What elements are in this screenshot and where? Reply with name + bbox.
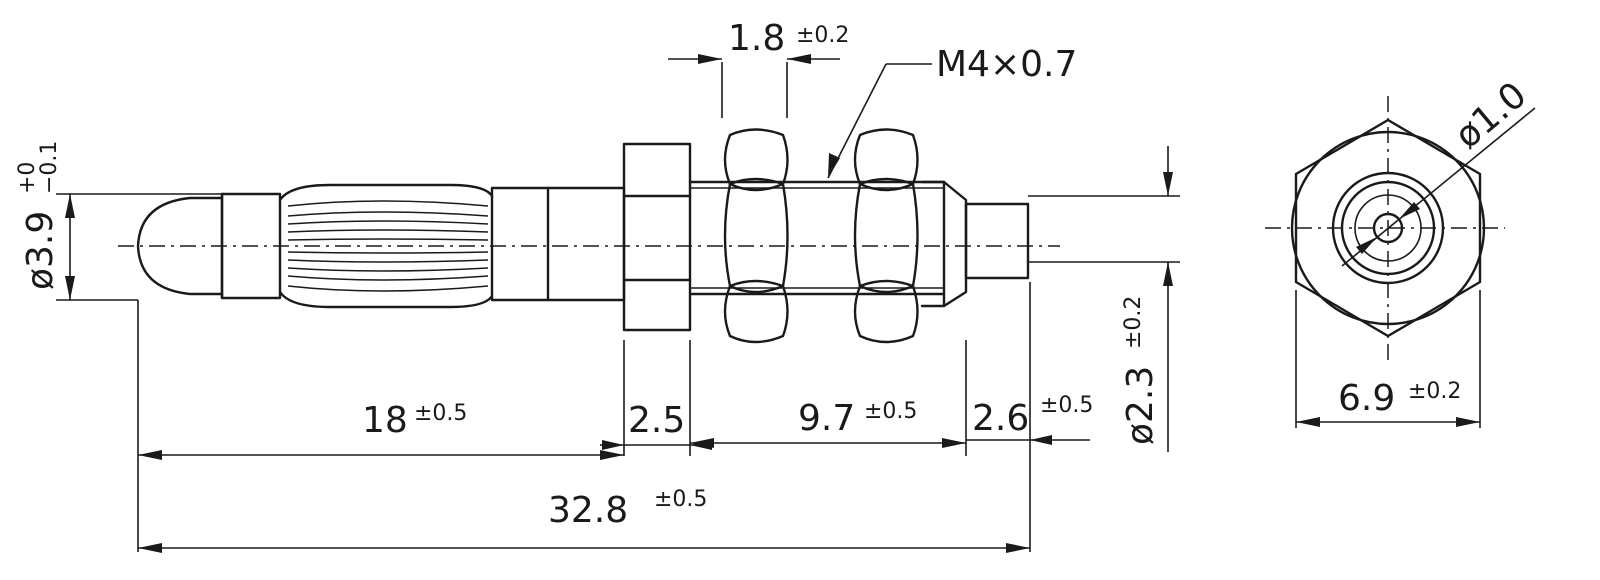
dimension-lines (56, 54, 1180, 553)
dim-overall-length-tol: ±0.5 (654, 487, 707, 512)
dim-hex-width: 6.9 (1338, 378, 1395, 419)
dim-tip-length: 2.6 (972, 398, 1029, 439)
dim-plug-diameter-upper: +0 (15, 162, 40, 194)
side-view (118, 128, 1060, 344)
dimension-labels: 18 ±0.5 2.5 9.7 ±0.5 2.6 ±0.5 32.8 ±0.5 … (15, 18, 1535, 531)
dim-plug-length: 18 (362, 400, 408, 441)
end-view (1265, 96, 1536, 428)
dim-plug-length-tol: ±0.5 (414, 401, 467, 426)
dim-nut-height: 1.8 (728, 18, 785, 59)
hex-inscribed-circle (1290, 130, 1486, 326)
dim-plug-diameter-lower: −0.1 (37, 141, 62, 194)
dim-plug-diameter: ø3.9 (20, 211, 61, 290)
dim-tip-diameter: ø2.3 (1120, 366, 1161, 445)
spring-body (278, 183, 494, 309)
hex-outline (1294, 118, 1482, 338)
hex-nut-1 (723, 128, 789, 344)
collar (622, 142, 692, 332)
plug-shank (490, 186, 626, 302)
dim-hex-width-tol: ±0.2 (1408, 379, 1461, 404)
dim-thread-length: 9.7 (798, 398, 855, 439)
dim-overall-length: 32.8 (548, 490, 628, 531)
bore (1372, 212, 1404, 244)
plug-ring (220, 192, 282, 300)
dim-collar-width: 2.5 (628, 400, 685, 441)
dim-tip-diameter-tol: ±0.2 (1121, 296, 1146, 349)
dim-nut-height-tol: ±0.2 (796, 23, 849, 48)
solder-tip (964, 202, 1030, 280)
hex-nut-2 (853, 128, 919, 344)
dim-tip-length-tol: ±0.5 (1040, 393, 1093, 418)
dim-thread-length-tol: ±0.5 (864, 399, 917, 424)
plug-tip (136, 196, 224, 296)
thread-spec: M4×0.7 (936, 44, 1077, 85)
